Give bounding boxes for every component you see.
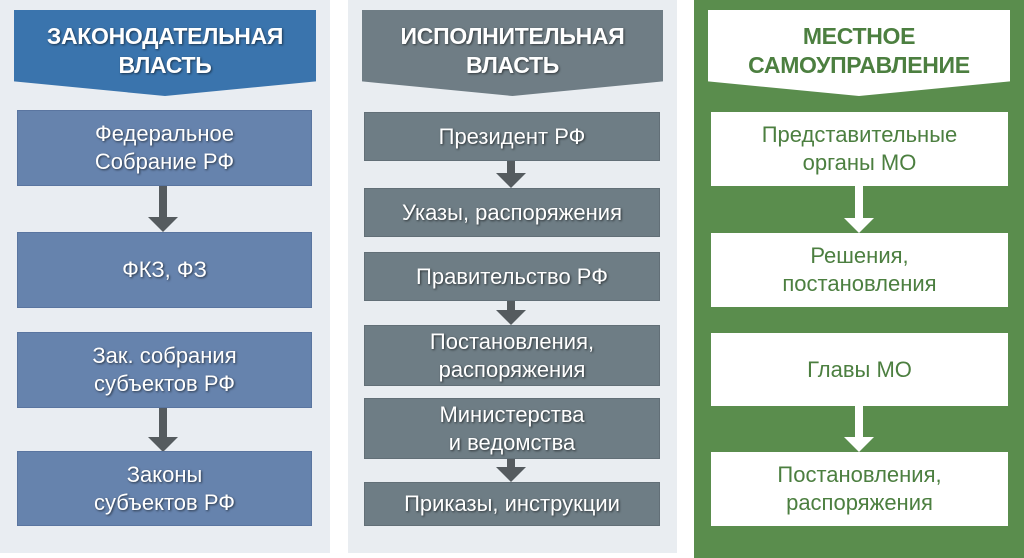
box-text: субъектов РФ (94, 489, 235, 515)
box-text: Собрание РФ (94, 149, 235, 174)
box-text: Постановления, (429, 328, 595, 354)
header-line: ЗАКОНОДАТЕЛЬНАЯ (46, 23, 284, 49)
box-local-resolutions: Постановления, распоряжения (711, 452, 1008, 526)
box-resolutions: Постановления, распоряжения (364, 325, 660, 386)
box-text: Главы МО (807, 356, 912, 382)
header-line: ВЛАСТЬ (465, 52, 559, 78)
box-text: Министерства (439, 401, 585, 427)
box-text: Постановления, (777, 462, 942, 487)
box-text: Представительные (761, 122, 958, 147)
legislative-header: ЗАКОНОДАТЕЛЬНАЯ ВЛАСТЬ (14, 10, 316, 96)
box-text: Приказы, инструкции (404, 491, 620, 516)
down-arrow-icon (844, 406, 874, 452)
box-text: распоряжения (786, 490, 933, 515)
box-text: постановления (782, 271, 937, 296)
header-line: САМОУПРАВЛЕНИЕ (748, 52, 970, 78)
local-government-header: МЕСТНОЕ САМОУПРАВЛЕНИЕ (708, 10, 1010, 96)
box-heads-mo: Главы МО (711, 333, 1008, 406)
box-text: Законы (126, 461, 203, 487)
down-arrow-icon (496, 459, 526, 482)
box-text: Президент РФ (438, 123, 586, 149)
header-line: ИСПОЛНИТЕЛЬНАЯ (400, 23, 625, 49)
box-text: Указы, распоряжения (401, 199, 623, 225)
box-decisions: Решения, постановления (711, 233, 1008, 307)
box-text: Зак. собрания (92, 343, 237, 368)
box-text: органы МО (802, 150, 917, 175)
down-arrow-icon (844, 186, 874, 233)
down-arrow-icon (496, 301, 526, 325)
box-federal-assembly: Федеральное Собрание РФ (17, 110, 312, 186)
box-text: Решения, (810, 243, 909, 268)
box-regional-laws: Законы субъектов РФ (17, 451, 312, 526)
box-ministries: Министерства и ведомства (364, 398, 660, 459)
box-text: ФКЗ, ФЗ (122, 257, 207, 282)
box-representative-bodies: Представительные органы МО (711, 112, 1008, 186)
box-president: Президент РФ (364, 112, 660, 161)
box-orders: Приказы, инструкции (364, 482, 660, 526)
box-text: субъектов РФ (94, 371, 235, 396)
header-line: МЕСТНОЕ (802, 23, 916, 49)
box-government: Правительство РФ (364, 252, 660, 301)
box-decrees: Указы, распоряжения (364, 188, 660, 237)
box-text: и ведомства (448, 429, 576, 455)
box-text: Федеральное (95, 121, 234, 146)
box-text: Правительство РФ (416, 263, 608, 289)
box-text: распоряжения (438, 356, 586, 382)
down-arrow-icon (496, 161, 526, 188)
header-line: ВЛАСТЬ (118, 52, 212, 78)
box-regional-assemblies: Зак. собрания субъектов РФ (17, 332, 312, 408)
down-arrow-icon (148, 186, 178, 232)
box-fkz-fz: ФКЗ, ФЗ (17, 232, 312, 308)
down-arrow-icon (148, 408, 178, 452)
executive-header: ИСПОЛНИТЕЛЬНАЯ ВЛАСТЬ (362, 10, 663, 96)
